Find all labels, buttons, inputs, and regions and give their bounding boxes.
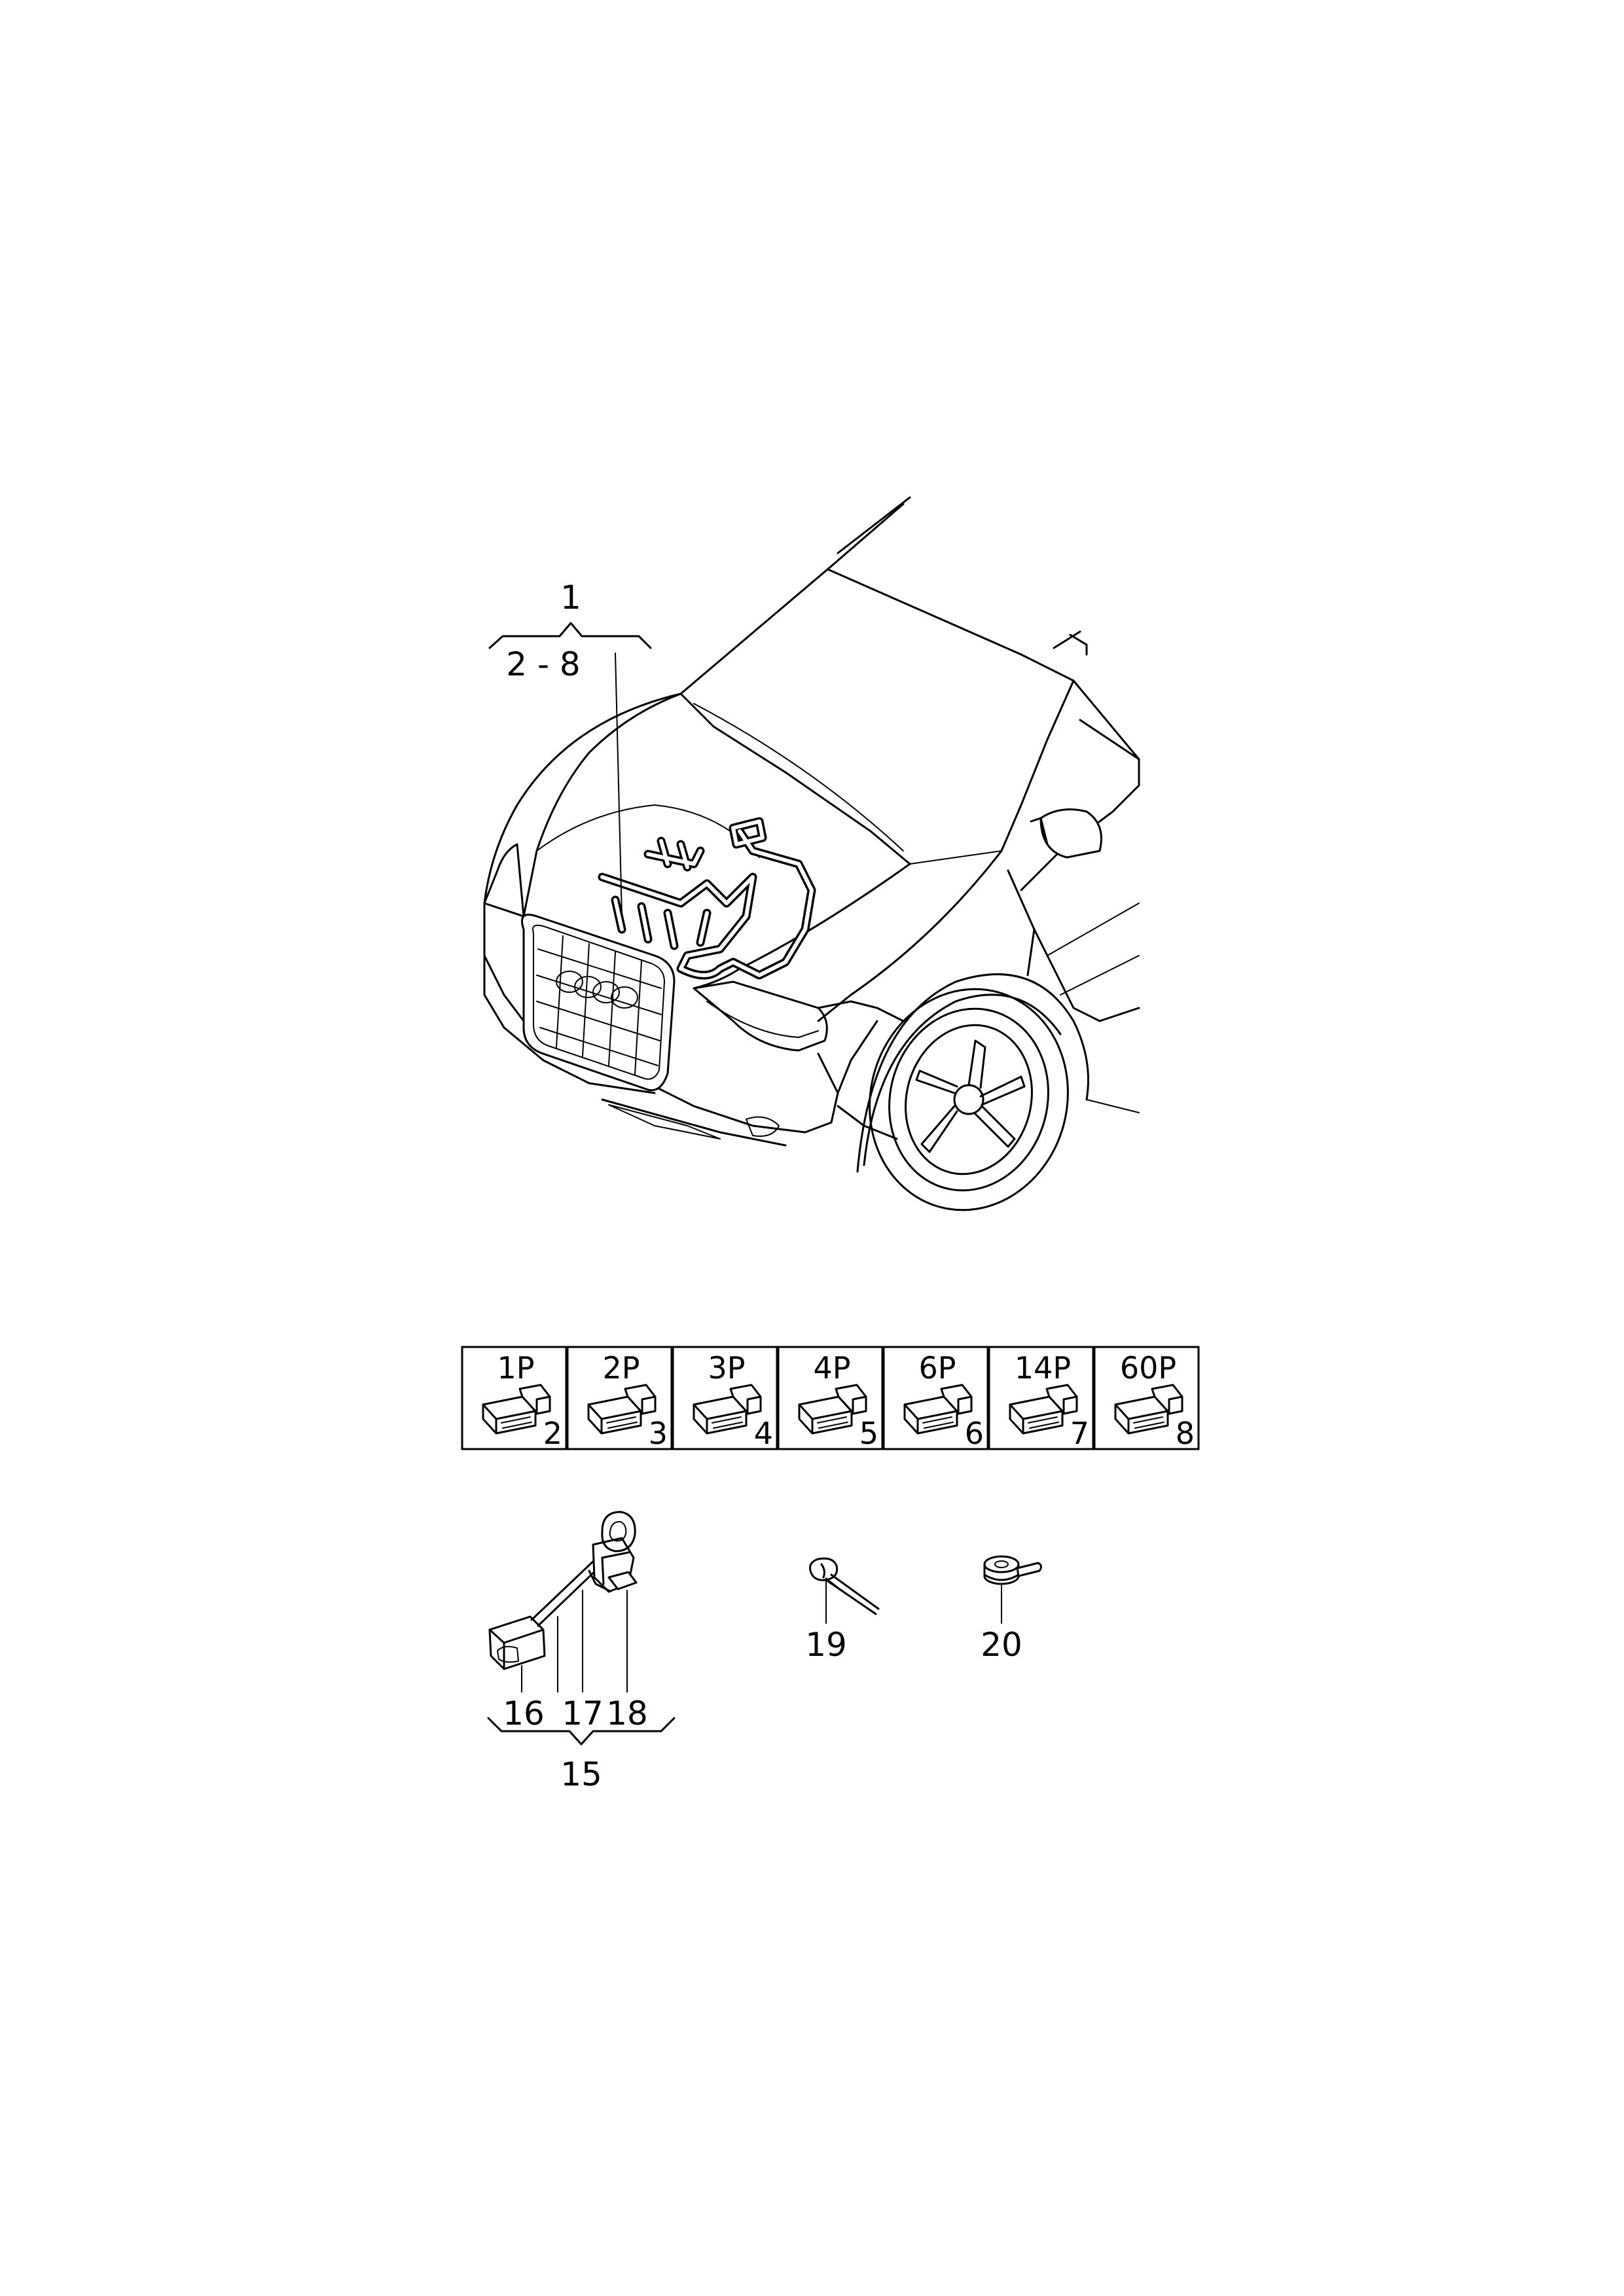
- connector-part-number: 8: [1176, 1416, 1195, 1451]
- connector-part-number: 5: [859, 1416, 878, 1451]
- connector-pin-count: 4P: [813, 1350, 850, 1386]
- connector-part-number: 3: [649, 1416, 668, 1451]
- connector-part-number: 2: [543, 1416, 562, 1451]
- connector-housing-icon: [798, 1384, 867, 1435]
- callout-kit-15: 16 17 18 15: [487, 1590, 676, 1793]
- connector-cell: 4P 5: [777, 1346, 884, 1451]
- callout-harness: 1 2 - 8: [488, 579, 652, 917]
- connector-part-number: 4: [754, 1416, 773, 1451]
- callout-19-label: 19: [805, 1626, 847, 1664]
- callout-18-label: 18: [606, 1695, 648, 1732]
- connector-part-number: 6: [965, 1416, 984, 1451]
- connector-cell: 14P 7: [988, 1346, 1094, 1451]
- callout-16-label: 16: [503, 1695, 545, 1732]
- connector-frame: [882, 1346, 989, 1450]
- callout-20-label: 20: [981, 1626, 1022, 1664]
- connector-housing-icon: [587, 1384, 657, 1435]
- connector-housing-icon: [903, 1384, 973, 1435]
- part-20-clip: 20: [981, 1555, 1043, 1664]
- connector-part-number: 7: [1070, 1416, 1089, 1451]
- callout-17-label: 17: [562, 1695, 604, 1732]
- connector-cell: 3P 4: [672, 1346, 778, 1451]
- connector-housing-icon: [482, 1384, 551, 1435]
- connector-pin-count: 14P: [1015, 1350, 1071, 1386]
- part-19-cable-tie: 19: [805, 1557, 880, 1664]
- wiring-harness: [598, 817, 816, 980]
- connector-housing-icon: [693, 1384, 762, 1435]
- callout-1-label: 1: [560, 579, 581, 617]
- connector-frame: [988, 1346, 1094, 1450]
- connector-housing-icon: [1009, 1384, 1078, 1435]
- kit-15-illustration: [488, 1511, 638, 1670]
- connector-pin-count: 2P: [602, 1350, 640, 1386]
- connector-frame: [672, 1346, 778, 1450]
- leader-line-1: [615, 653, 623, 917]
- connector-cell: 6P 6: [882, 1346, 989, 1451]
- connector-frame: [566, 1346, 673, 1450]
- connector-frame: [1093, 1346, 1200, 1450]
- connector-housing-icon: [1114, 1384, 1183, 1435]
- connector-pin-count: 3P: [708, 1350, 745, 1386]
- callout-2-8-label: 2 - 8: [506, 645, 580, 683]
- connector-frame: [777, 1346, 884, 1450]
- connector-pin-count: 6P: [918, 1350, 956, 1386]
- car-front-illustration: [483, 496, 1140, 1211]
- connector-pin-count: 1P: [497, 1350, 534, 1386]
- connector-frame: [461, 1346, 568, 1450]
- connector-pin-count: 60P: [1120, 1350, 1176, 1386]
- callout-15-label: 15: [560, 1755, 602, 1793]
- connector-cell: 2P 3: [566, 1346, 673, 1451]
- connector-cell: 1P 2: [461, 1346, 568, 1451]
